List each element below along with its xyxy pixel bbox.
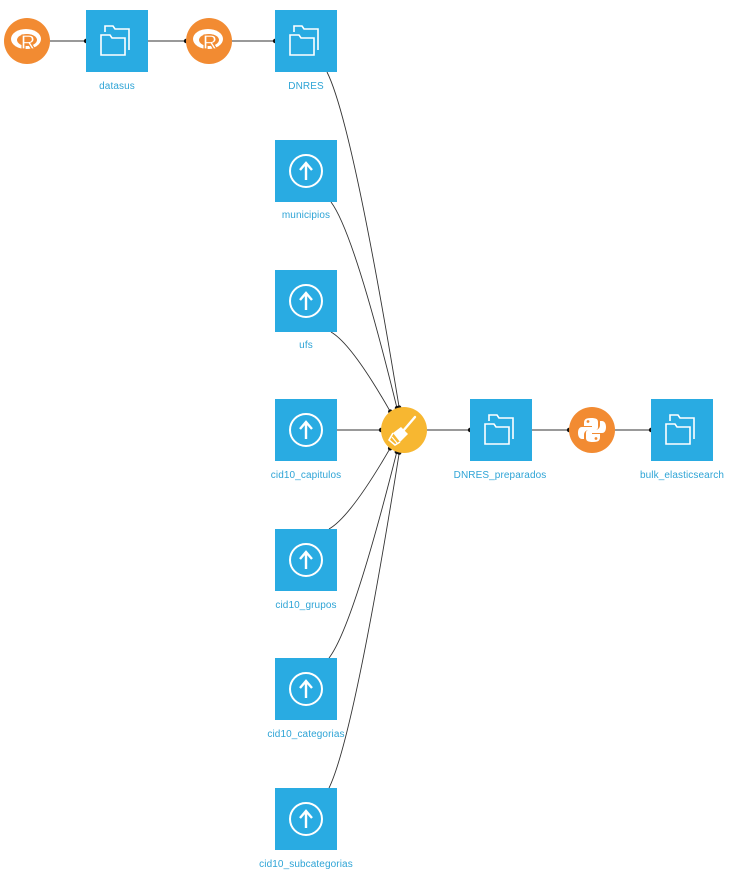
folder-icon: [289, 25, 319, 56]
r-recipe-node[interactable]: R: [4, 18, 50, 64]
dataset-label-cid10-subcategorias[interactable]: cid10_subcategorias: [259, 859, 353, 870]
python-logo-icon: [569, 407, 615, 453]
edge-cid10_grupos-to-prepare_recipe: [328, 448, 391, 530]
broom-icon: [381, 407, 427, 453]
svg-text:R: R: [203, 32, 218, 54]
r-recipe-node[interactable]: R: [186, 18, 232, 64]
edge-cid10_categorias-to-prepare_recipe: [328, 451, 398, 659]
dataset-cid10-grupos[interactable]: [275, 529, 337, 591]
dataset-datasus[interactable]: [86, 10, 148, 72]
r-logo-icon: R: [186, 18, 232, 64]
upload-icon: [289, 413, 323, 447]
edge-cid10_subcategorias-to-prepare_recipe: [328, 452, 400, 789]
edge-ufs-to-prepare_recipe: [330, 331, 391, 412]
dataset-label-dnres[interactable]: DNRES: [288, 81, 324, 92]
dataset-label-dnres-preparados[interactable]: DNRES_preparados: [453, 470, 547, 481]
upload-icon: [289, 672, 323, 706]
dataset-label-bulk-elasticsearch[interactable]: bulk_elasticsearch: [639, 470, 725, 481]
prepare-recipe-node[interactable]: [381, 407, 427, 453]
folder-icon: [665, 414, 695, 445]
upload-icon: [289, 284, 323, 318]
python-recipe-node[interactable]: [569, 407, 615, 453]
folder-icon: [100, 25, 130, 56]
dataset-cid10-categorias[interactable]: [275, 658, 337, 720]
dataset-label-cid10-grupos[interactable]: cid10_grupos: [275, 600, 337, 611]
r-logo-icon: R: [4, 18, 50, 64]
dataset-label-cid10-capitulos[interactable]: cid10_capitulos: [270, 470, 342, 481]
upload-icon: [289, 802, 323, 836]
upload-icon: [289, 154, 323, 188]
dataset-dnres-preparados[interactable]: [470, 399, 532, 461]
edge-dnres-to-prepare_recipe: [326, 71, 400, 408]
dataset-label-municipios[interactable]: municipios: [281, 210, 331, 221]
dataset-municipios[interactable]: [275, 140, 337, 202]
dataset-label-ufs[interactable]: ufs: [299, 340, 313, 351]
folder-icon: [484, 414, 514, 445]
dataset-bulk-elasticsearch[interactable]: [651, 399, 713, 461]
dataset-label-cid10-categorias[interactable]: cid10_categorias: [267, 729, 345, 740]
upload-icon: [289, 543, 323, 577]
dataset-label-datasus[interactable]: datasus: [99, 81, 135, 92]
dataset-cid10-capitulos[interactable]: [275, 399, 337, 461]
svg-text:R: R: [21, 32, 36, 54]
dataset-ufs[interactable]: [275, 270, 337, 332]
edge-municipios-to-prepare_recipe: [330, 201, 398, 409]
dataset-cid10-subcategorias[interactable]: [275, 788, 337, 850]
dataset-dnres[interactable]: [275, 10, 337, 72]
